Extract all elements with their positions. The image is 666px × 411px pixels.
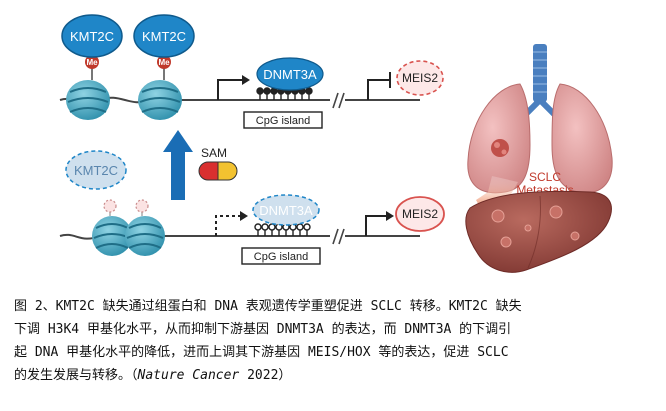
methyl-mark-2-label: Me <box>158 58 170 67</box>
top-dna-break-1 <box>332 92 339 109</box>
sam-capsule <box>198 161 238 181</box>
nucleosome-1 <box>66 80 110 120</box>
cpg-island-bottom-label: CpG island <box>254 251 308 263</box>
kmt2c-protein-1-label: KMT2C <box>70 29 114 44</box>
meis2-top-label: MEIS2 <box>402 71 438 85</box>
right-lung <box>551 83 613 194</box>
left-lung <box>467 83 531 194</box>
organ-illustration: SCLC Metastasis <box>465 44 613 273</box>
cpg-island-box-top <box>243 111 323 129</box>
top-panel: Me Me KMT2C KMT2C DNMT3A CpG island <box>59 14 444 129</box>
dnmt3a-protein-bottom <box>252 194 320 226</box>
bottom-panel: KMT2C DNMT3A CpG island MEIS2 <box>59 150 445 265</box>
dnmt3a-bottom-label: DNMT3A <box>259 203 313 218</box>
middle-regulation: SAM <box>163 130 238 200</box>
kmt2c-protein-lost <box>65 150 127 190</box>
nucleosome-2 <box>138 80 182 120</box>
kmt2c-protein-2-label: KMT2C <box>142 29 186 44</box>
meis2-bottom-label: MEIS2 <box>402 207 438 221</box>
caption-citation: Nature Cancer <box>137 368 240 383</box>
meis2-gene-bottom <box>395 196 445 232</box>
dnmt3a-top-label: DNMT3A <box>263 67 317 82</box>
kmt2c-protein-1 <box>61 14 123 58</box>
bottom-cpg-lollipops <box>254 223 311 236</box>
lung-tumor <box>491 139 509 157</box>
lost-methyl-mark-2 <box>135 199 149 213</box>
dnmt3a-protein-top <box>256 57 324 91</box>
nucleosome-4 <box>125 216 165 256</box>
caption-text: 图 2、KMT2C 缺失通过组蛋白和 DNA 表观遗传学重塑促进 SCLC 转移… <box>14 299 522 383</box>
top-tss-arrow <box>217 79 242 100</box>
top-dna-strand <box>59 96 420 104</box>
up-arrow-head <box>163 130 193 152</box>
metastasis-label-line1: SCLC <box>529 170 561 184</box>
kmt2c-lost-label: KMT2C <box>74 163 118 178</box>
top-dna-break-2 <box>338 92 345 109</box>
top-cpg-lollipops <box>256 87 313 100</box>
liver-metastases <box>491 205 580 248</box>
figure-caption: 图 2、KMT2C 缺失通过组蛋白和 DNA 表观遗传学重塑促进 SCLC 转移… <box>14 295 654 387</box>
lost-methyl-mark-1 <box>103 199 117 213</box>
methyl-mark-1 <box>85 55 99 69</box>
top-repression-arrow <box>367 79 390 100</box>
bottom-tss-arrow <box>215 215 240 236</box>
kmt2c-mechanism-figure: Me Me KMT2C KMT2C DNMT3A CpG island <box>59 14 613 273</box>
meis2-gene-top <box>396 60 444 96</box>
sam-label: SAM <box>201 146 227 160</box>
methyl-mark-2 <box>157 55 171 69</box>
cpg-island-top-label: CpG island <box>256 115 310 127</box>
caption-year: 2022） <box>239 368 292 383</box>
cpg-island-box-bottom <box>241 247 321 265</box>
bottom-activation-arrow <box>365 215 386 236</box>
methyl-mark-1-label: Me <box>86 58 98 67</box>
up-arrow-shaft <box>171 150 185 200</box>
kmt2c-protein-2 <box>133 14 195 58</box>
